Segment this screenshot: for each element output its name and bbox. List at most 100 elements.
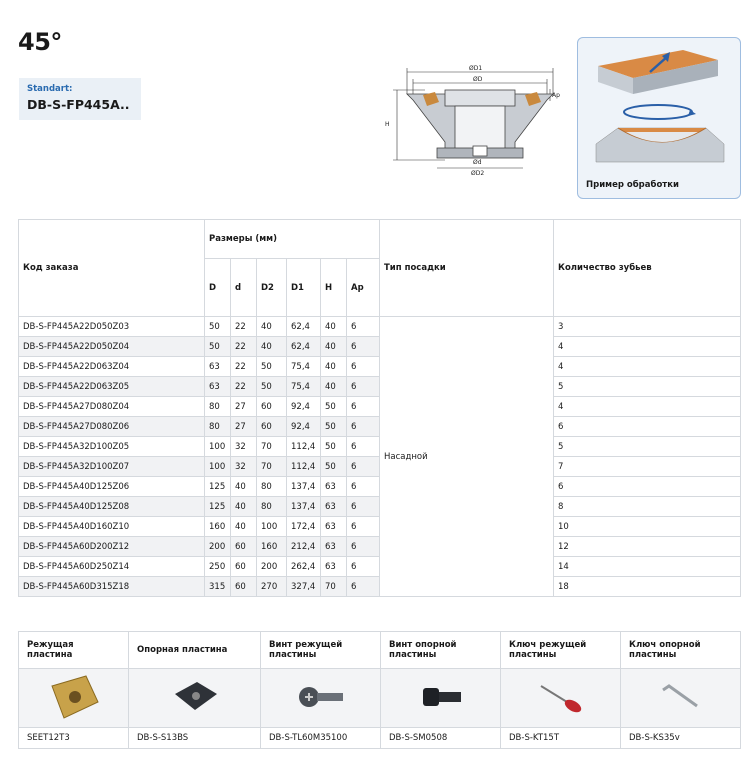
dim-cell: 60	[230, 556, 257, 577]
support-plate-icon	[128, 668, 261, 728]
specification-table: Код заказа Размеры (мм) Тип посадки Коли…	[18, 219, 741, 597]
dim-cell: 22	[230, 376, 257, 397]
dim-cell: 63	[320, 516, 347, 537]
dim-cell: 50	[320, 456, 347, 477]
dim-cell: 50	[320, 396, 347, 417]
part-header: Винт режущей пластины	[260, 631, 381, 669]
part-header: Винт опорной пластины	[380, 631, 501, 669]
standard-box: Standart: DB-S-FP445A..	[19, 78, 141, 120]
hex-key-icon	[620, 668, 741, 728]
mount-type-cell: Насадной	[379, 316, 554, 597]
dim-cell: 80	[204, 396, 231, 417]
dim-cell: 250	[204, 556, 231, 577]
order-code-cell: DB-S-FP445A40D160Z10	[18, 516, 205, 537]
dim-cell: 80	[256, 496, 287, 517]
teeth-cell: 10	[553, 516, 741, 537]
dim-cell: 6	[346, 376, 380, 397]
dim-cell: 6	[346, 476, 380, 497]
dim-cell: 327,4	[286, 576, 321, 597]
label-ap: Ap	[552, 92, 560, 99]
dim-cell: 62,4	[286, 336, 321, 357]
dim-cell: 40	[320, 336, 347, 357]
dim-cell: 70	[256, 436, 287, 457]
dim-cell: 6	[346, 416, 380, 437]
dim-cell: 50	[320, 416, 347, 437]
dim-cell: 63	[204, 376, 231, 397]
label-d2: ØD2	[471, 170, 484, 177]
page-title: 45°	[18, 28, 62, 56]
dim-cell: 50	[256, 356, 287, 377]
mount-header: Тип посадки	[379, 219, 554, 317]
teeth-cell: 5	[553, 436, 741, 457]
dim-cell: 40	[256, 316, 287, 337]
dim-cell: 80	[204, 416, 231, 437]
dim-cell: 6	[346, 316, 380, 337]
dim-col-header: Ap	[346, 258, 380, 317]
dim-cell: 125	[204, 476, 231, 497]
dim-cell: 112,4	[286, 436, 321, 457]
dim-cell: 6	[346, 336, 380, 357]
order-code-cell: DB-S-FP445A22D050Z04	[18, 336, 205, 357]
part-code: SEET12T3	[18, 727, 129, 749]
dim-cell: 6	[346, 576, 380, 597]
order-code-cell: DB-S-FP445A40D125Z08	[18, 496, 205, 517]
dim-cell: 40	[320, 356, 347, 377]
label-d1: ØD1	[469, 65, 482, 72]
dim-cell: 32	[230, 456, 257, 477]
dim-cell: 60	[230, 576, 257, 597]
dim-cell: 315	[204, 576, 231, 597]
standard-label: Standart:	[27, 84, 73, 94]
dim-cell: 137,4	[286, 496, 321, 517]
dim-cell: 92,4	[286, 396, 321, 417]
dim-cell: 40	[230, 496, 257, 517]
part-code: DB-S-S13BS	[128, 727, 261, 749]
dim-cell: 6	[346, 436, 380, 457]
order-code-cell: DB-S-FP445A32D100Z05	[18, 436, 205, 457]
dim-cell: 100	[204, 456, 231, 477]
torx-key-icon	[500, 668, 621, 728]
teeth-cell: 4	[553, 396, 741, 417]
dim-cell: 40	[256, 336, 287, 357]
dim-cell: 270	[256, 576, 287, 597]
dim-cell: 27	[230, 396, 257, 417]
dim-cell: 63	[320, 496, 347, 517]
dim-cell: 125	[204, 496, 231, 517]
dim-cell: 6	[346, 516, 380, 537]
dim-cell: 63	[320, 536, 347, 557]
cutting-insert-icon	[18, 668, 129, 728]
dim-cell: 172,4	[286, 516, 321, 537]
dim-cell: 6	[346, 556, 380, 577]
standard-value: DB-S-FP445A..	[27, 97, 130, 112]
example-caption: Пример обработки	[586, 180, 679, 190]
dim-cell: 40	[320, 316, 347, 337]
teeth-cell: 6	[553, 476, 741, 497]
dim-col-header: D1	[286, 258, 321, 317]
machining-example: Пример обработки	[577, 37, 741, 199]
teeth-cell: 6	[553, 416, 741, 437]
dim-cell: 75,4	[286, 356, 321, 377]
part-code: DB-S-SM0508	[380, 727, 501, 749]
order-code-cell: DB-S-FP445A60D200Z12	[18, 536, 205, 557]
label-d: ØD	[473, 76, 483, 83]
teeth-cell: 18	[553, 576, 741, 597]
dim-cell: 32	[230, 436, 257, 457]
teeth-cell: 8	[553, 496, 741, 517]
dim-col-header: D2	[256, 258, 287, 317]
dim-cell: 60	[230, 536, 257, 557]
machining-illustration	[595, 50, 725, 163]
dim-cell: 50	[320, 436, 347, 457]
dim-cell: 262,4	[286, 556, 321, 577]
insert-screw-icon	[260, 668, 381, 728]
support-screw-icon	[380, 668, 501, 728]
dim-cell: 212,4	[286, 536, 321, 557]
part-header: Опорная пластина	[128, 631, 261, 669]
dim-cell: 80	[256, 476, 287, 497]
dim-cell: 50	[256, 376, 287, 397]
